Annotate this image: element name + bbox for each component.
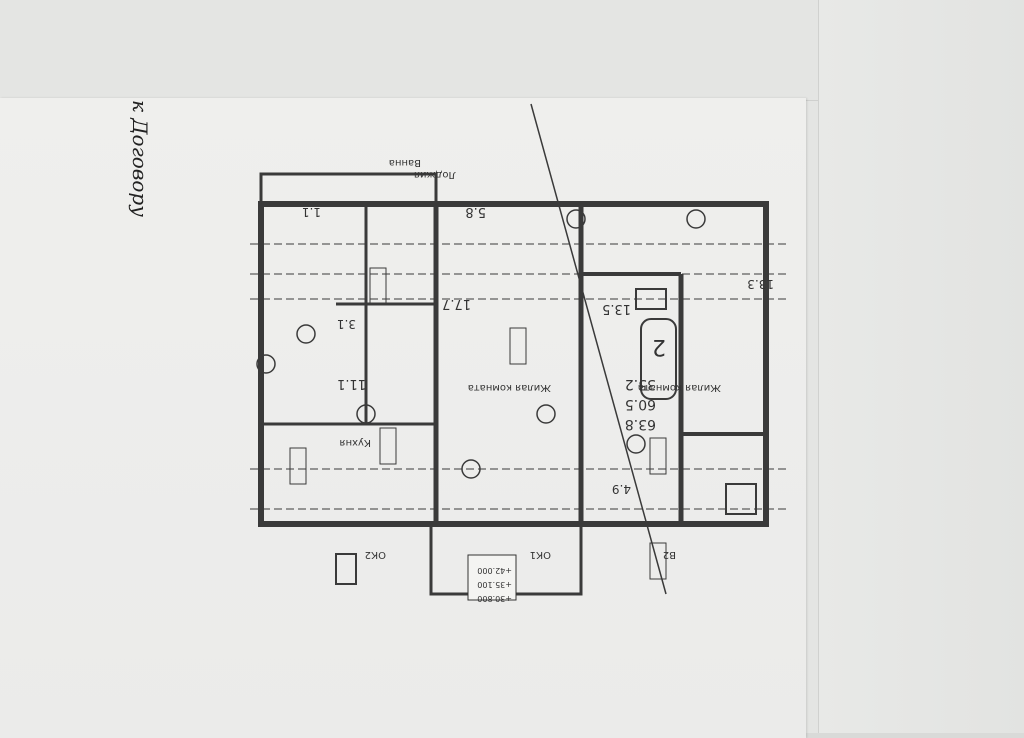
room-label: Кухня — [340, 437, 372, 448]
room-label: Ванна — [389, 157, 421, 168]
area-label: 17.7 — [442, 296, 471, 311]
right-sheet — [818, 0, 1024, 733]
elevation-value: +35.100 — [477, 580, 512, 589]
area-label: 5.8 — [465, 204, 486, 219]
area-label: 60.5 — [625, 396, 656, 412]
window-mark: В2 — [663, 549, 676, 560]
area-label: 4.9 — [612, 482, 631, 496]
room-label: Жилая комната — [638, 382, 721, 393]
contract-reference-label: к Договору — [128, 100, 152, 217]
area-label: 13.3 — [747, 277, 774, 291]
room-label: Лоджия — [414, 169, 456, 180]
area-label: 1.1 — [302, 205, 321, 219]
top-sheet — [0, 0, 818, 101]
floor-plan: 13.5 63.8 60.5 35.2 11.1 3.1 5.8 4.9 17.… — [246, 103, 786, 603]
area-label: 3.1 — [337, 317, 356, 331]
elevation-box: +42.000 +35.100 +30.800 — [467, 554, 517, 603]
area-label: 11.1 — [337, 376, 366, 391]
room-label: Жилая комната — [468, 382, 551, 393]
area-label: 63.8 — [625, 416, 656, 432]
window-mark: ОК1 — [530, 549, 551, 560]
unit-count: 2 — [652, 334, 666, 359]
area-label: 35.2 — [625, 376, 656, 392]
window-mark: ОК2 — [365, 549, 386, 560]
elevation-value: +30.800 — [477, 594, 512, 603]
elevation-value: +42.000 — [477, 566, 512, 575]
area-label: 13.5 — [602, 301, 631, 316]
